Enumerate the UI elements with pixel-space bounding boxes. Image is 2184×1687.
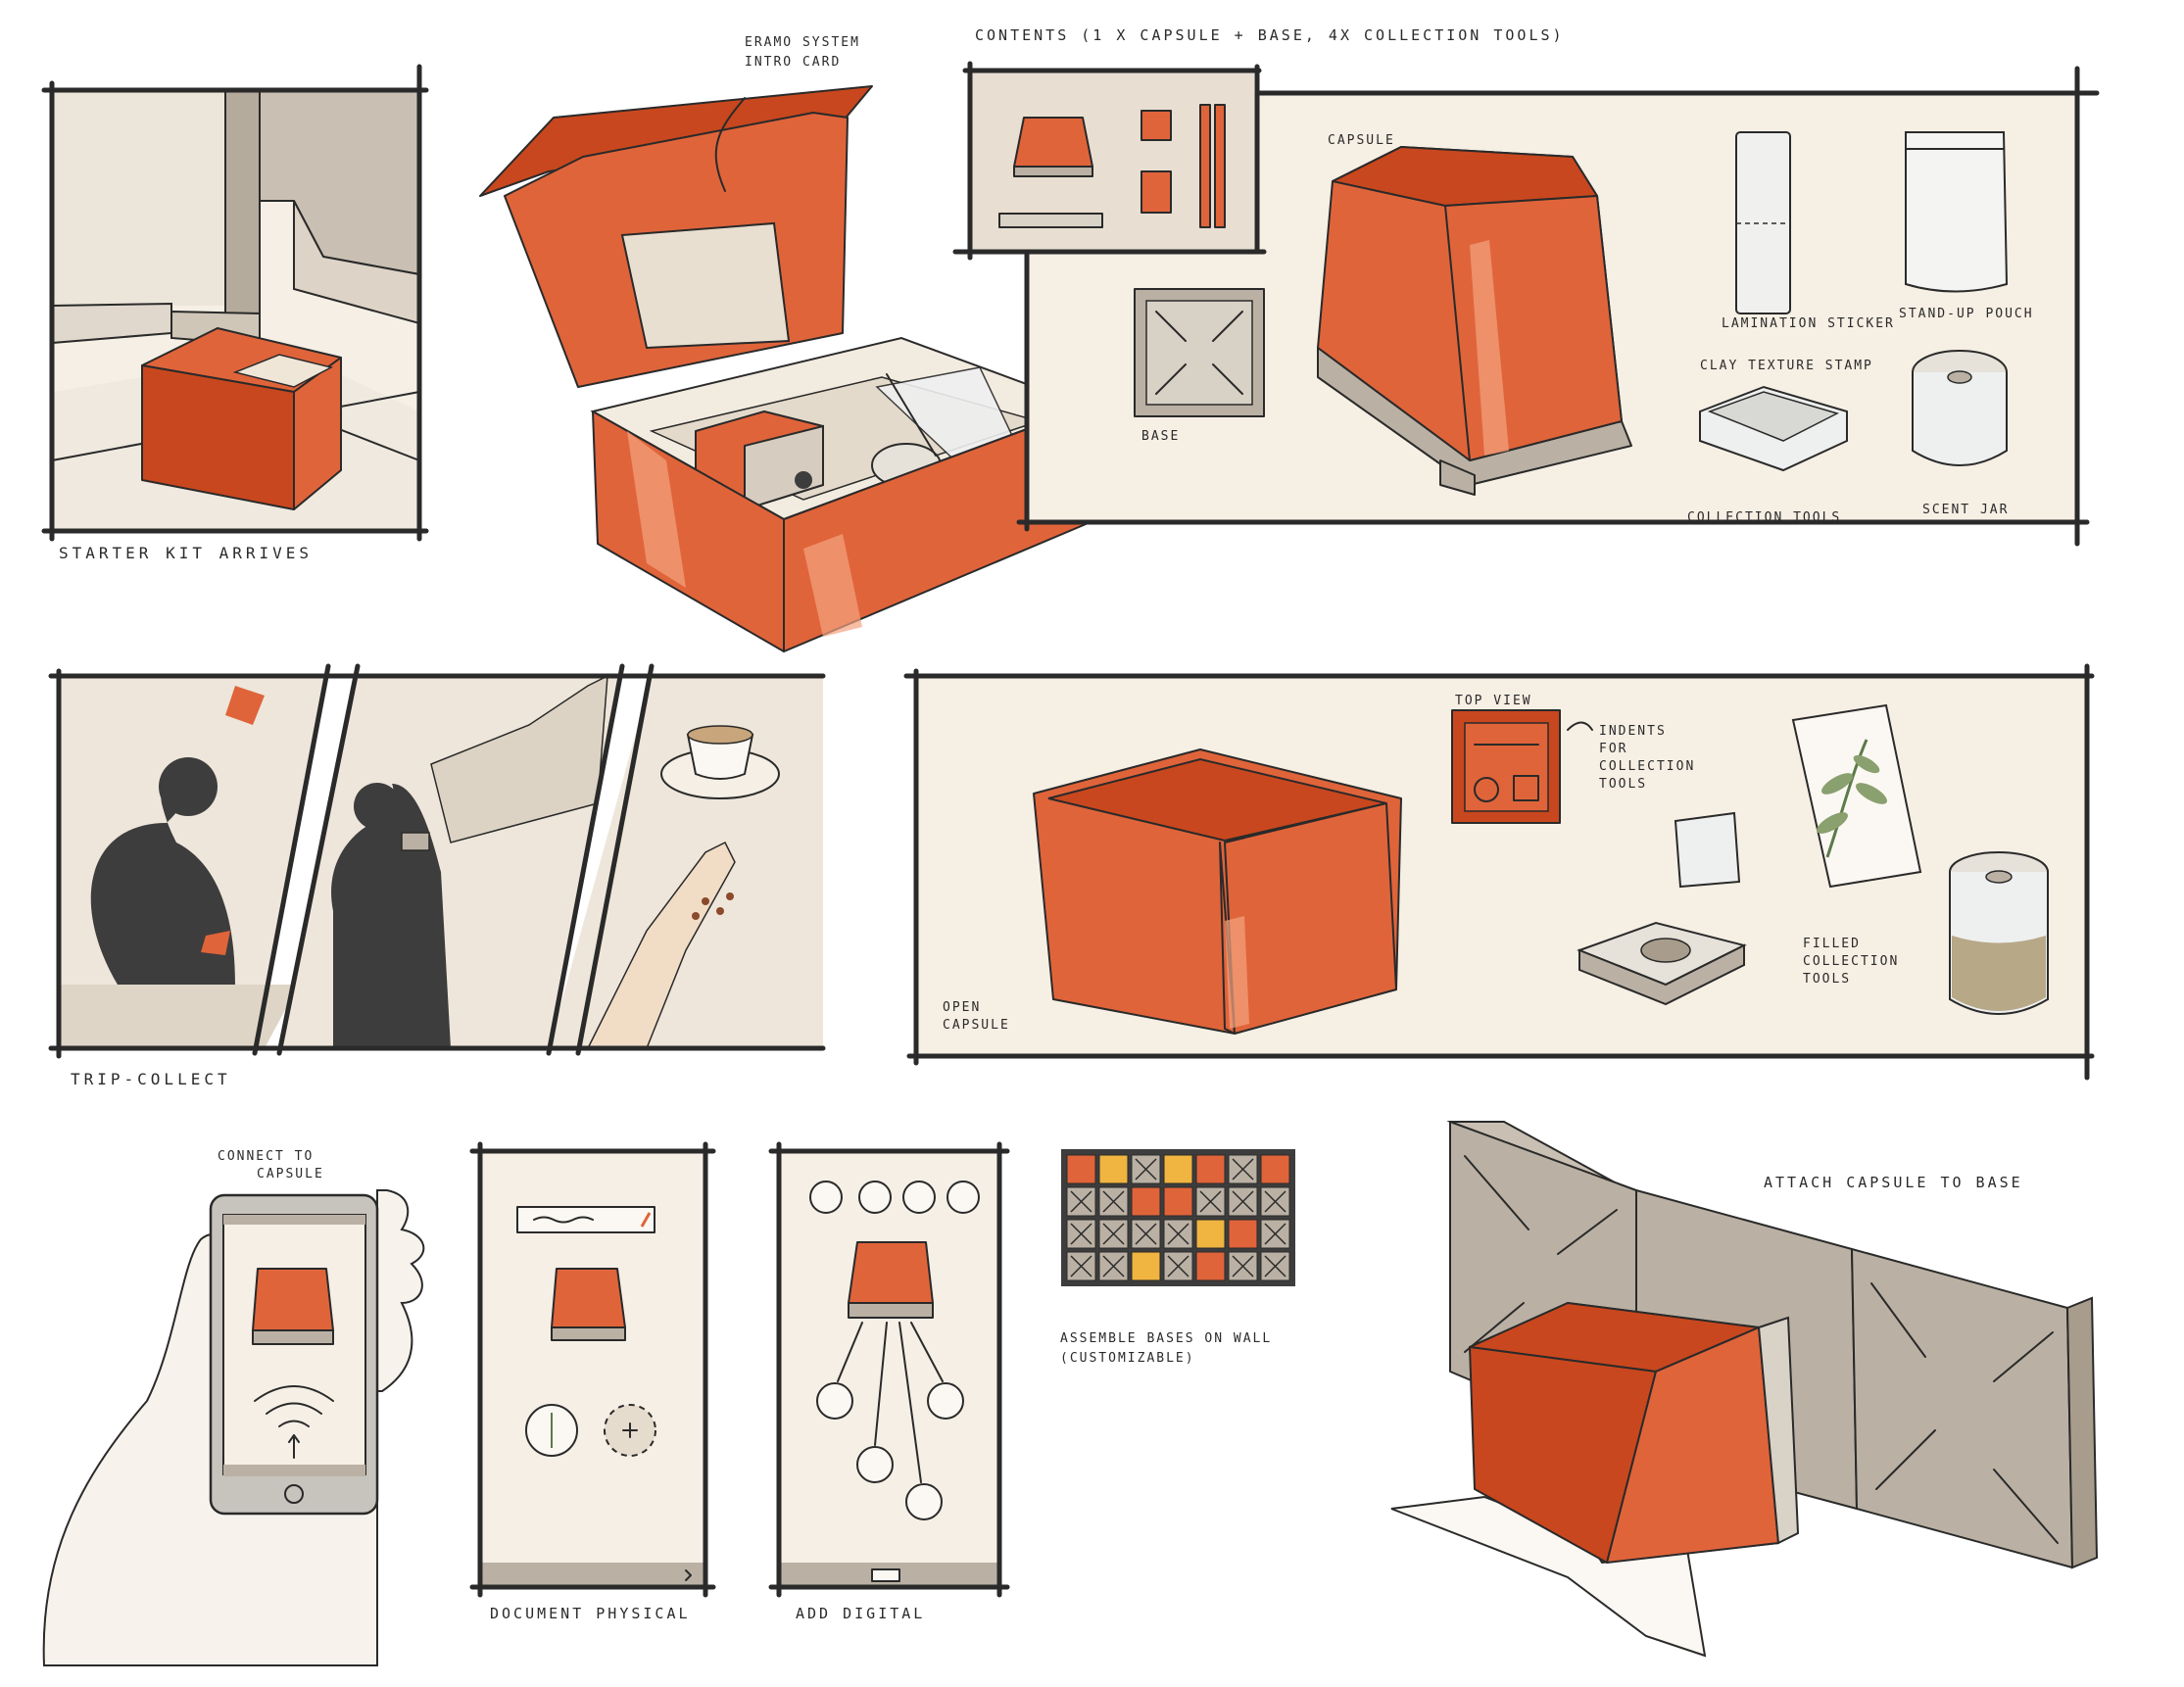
- grid-cell: [1098, 1154, 1129, 1184]
- label-connect-1: CONNECT TO: [218, 1149, 315, 1164]
- panel-assemble-grid: [1061, 1149, 1295, 1286]
- label-contents: CONTENTS (1 x CAPSULE + BASE, 4x COLLECT…: [975, 26, 1565, 44]
- label-indents-4: TOOLS: [1599, 777, 1648, 792]
- panel-add-digital: [768, 1141, 1010, 1598]
- label-indents-2: FOR: [1599, 742, 1628, 756]
- panel-connect-phone: [42, 1189, 425, 1666]
- grid-cell: [1131, 1186, 1161, 1217]
- grid-cell: [1195, 1154, 1226, 1184]
- label-starter-kit: STARTER KIT ARRIVES: [59, 544, 314, 562]
- label-document-physical: DOCUMENT PHYSICAL: [490, 1605, 691, 1622]
- label-collection-tools: COLLECTION TOOLS: [1687, 510, 1842, 525]
- label-add-digital: ADD DIGITAL: [796, 1605, 926, 1622]
- label-attach: ATTACH CAPSULE TO BASE: [1764, 1174, 2023, 1191]
- grid-cell: [1131, 1251, 1161, 1281]
- label-connect-2: CAPSULE: [257, 1167, 324, 1181]
- label-open-capsule-2: CAPSULE: [943, 1018, 1010, 1033]
- label-filled-tools-3: TOOLS: [1803, 972, 1852, 987]
- grid-cell: [1163, 1154, 1193, 1184]
- panel-document-physical: [469, 1141, 716, 1598]
- label-lamination-sticker: LAMINATION STICKER: [1722, 316, 1895, 331]
- label-indents-1: INDENTS: [1599, 724, 1667, 739]
- panel-contents: [952, 61, 2100, 547]
- panel-open-capsule: [903, 663, 2095, 1081]
- panel-open-box: [479, 85, 1098, 652]
- panel-trip-collect: [48, 663, 826, 1059]
- panel-starter-kit: [41, 64, 429, 542]
- grid-cell: [1163, 1186, 1193, 1217]
- grid-cell: [1195, 1251, 1226, 1281]
- label-filled-tools-2: COLLECTION: [1803, 954, 1900, 969]
- label-top-view: TOP VIEW: [1455, 694, 1532, 708]
- grid-cell: [1228, 1219, 1258, 1249]
- label-intro-card-1: ERAMO SYSTEM: [745, 35, 860, 50]
- label-base: BASE: [1141, 429, 1181, 444]
- label-indents-3: COLLECTION: [1599, 759, 1696, 774]
- grid-cell: [1195, 1219, 1226, 1249]
- label-clay-texture-stamp: CLAY TEXTURE STAMP: [1700, 359, 1873, 373]
- label-filled-tools-1: FILLED: [1803, 937, 1861, 951]
- label-stand-up-pouch: STAND-UP POUCH: [1899, 307, 2034, 321]
- label-trip-collect: TRIP-COLLECT: [71, 1070, 231, 1088]
- label-intro-card-2: INTRO CARD: [745, 55, 842, 70]
- label-assemble-1: ASSEMBLE BASES ON WALL: [1060, 1331, 1273, 1346]
- grid-cell: [1066, 1154, 1096, 1184]
- label-open-capsule-1: OPEN: [943, 1000, 982, 1015]
- panel-attach: [1390, 1121, 2099, 1658]
- label-capsule: CAPSULE: [1328, 133, 1395, 148]
- grid-cell: [1260, 1154, 1290, 1184]
- label-assemble-2: (CUSTOMIZABLE): [1060, 1351, 1195, 1366]
- label-scent-jar: SCENT JAR: [1922, 503, 2010, 517]
